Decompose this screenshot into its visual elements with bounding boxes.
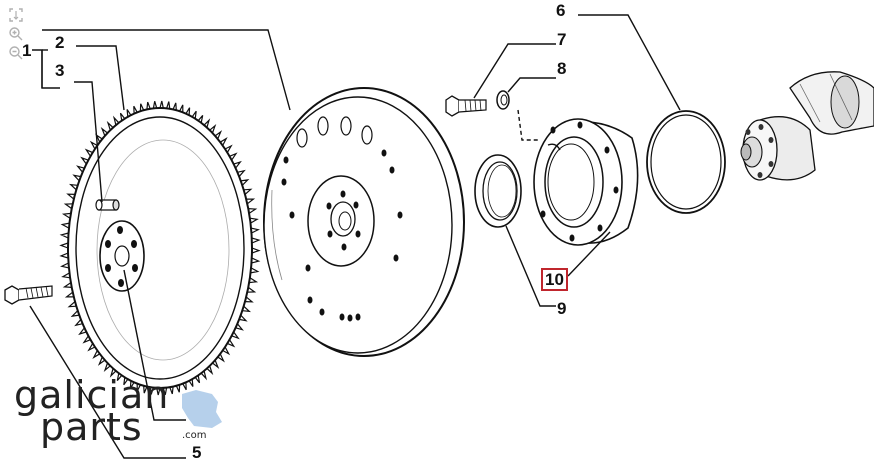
zoom-in-icon[interactable] — [8, 26, 24, 42]
washer[interactable] — [496, 90, 510, 110]
oil-seal[interactable] — [474, 154, 522, 228]
seal-housing[interactable] — [533, 118, 639, 246]
gear-teeth — [59, 100, 261, 396]
flywheel[interactable] — [263, 87, 465, 357]
callout-2[interactable]: 2 — [55, 33, 65, 52]
callout-1[interactable]: 1 — [22, 41, 32, 60]
watermark-line2: parts — [40, 405, 143, 449]
zoom-out-icon[interactable] — [8, 45, 24, 61]
callout-9[interactable]: 9 — [557, 299, 567, 318]
callout-3[interactable]: 3 — [55, 61, 65, 80]
dowel-pin[interactable] — [95, 199, 120, 211]
callout-10-highlighted[interactable]: 10 — [541, 268, 568, 291]
callout-8[interactable]: 8 — [557, 59, 567, 78]
watermark-suffix: .com — [182, 430, 207, 441]
callout-6[interactable]: 6 — [556, 1, 566, 20]
o-ring-gasket[interactable] — [646, 110, 726, 214]
flywheel-bolt[interactable] — [4, 285, 53, 305]
retaining-bolt[interactable] — [445, 95, 487, 117]
ring-gear-hub — [99, 220, 145, 292]
callout-7[interactable]: 7 — [557, 30, 567, 49]
crankshaft — [740, 71, 874, 181]
fit-to-screen-icon[interactable] — [8, 7, 24, 23]
watermark-line1: galician — [14, 373, 170, 417]
galicia-map-logo — [182, 390, 222, 428]
leader-lines — [29, 14, 681, 459]
ring-gear[interactable] — [59, 100, 261, 396]
callout-5[interactable]: 5 — [192, 443, 202, 462]
